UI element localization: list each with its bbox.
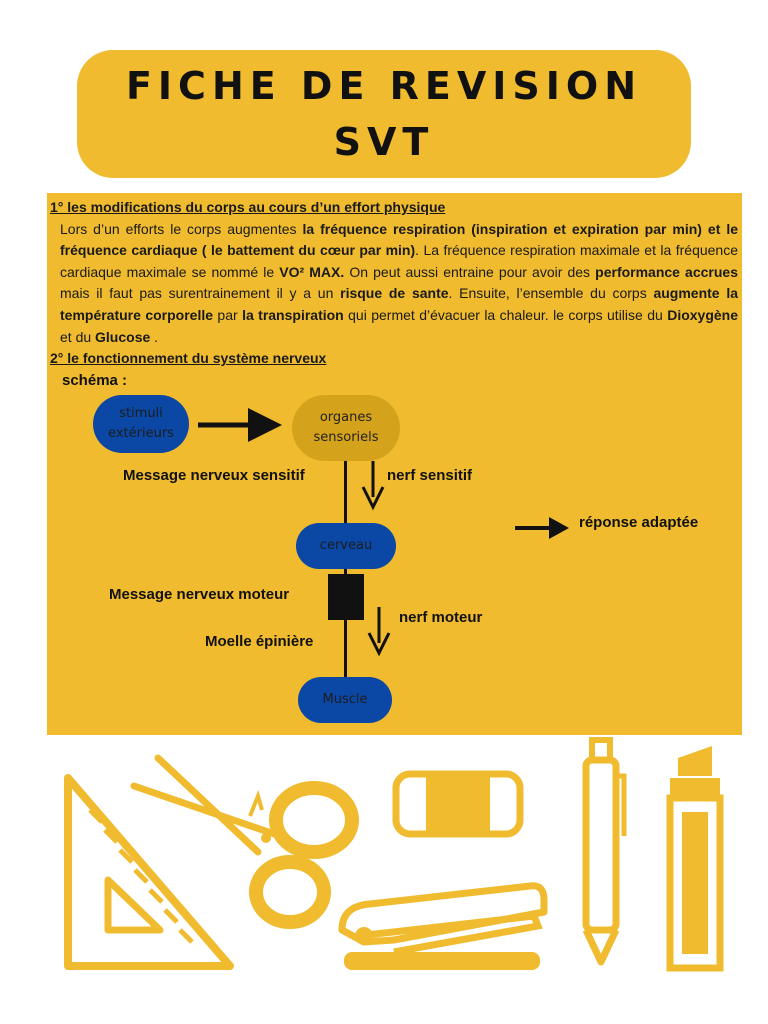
schema-label: schéma : xyxy=(62,372,128,389)
set-square-icon xyxy=(64,774,234,970)
text-bold: la transpiration xyxy=(242,306,344,323)
text-bold: augmente la température corporelle xyxy=(60,285,738,323)
text-run: . La fréquence respiration maximale et l… xyxy=(60,242,738,280)
nerve-line xyxy=(344,461,347,679)
text-run: On peut aussi entraine pour avoir des xyxy=(344,263,596,280)
text-run: par xyxy=(213,306,243,323)
title-banner: FICHE DE REVISION SVT xyxy=(77,50,691,178)
node-stimuli-line2: extérieurs xyxy=(108,426,174,441)
page-subtitle: SVT xyxy=(333,120,435,164)
text-run: mais il faut pas surentrainement il y a … xyxy=(60,285,341,302)
label-nerf-sensitif: nerf sensitif xyxy=(387,467,473,484)
revision-text: 1° les modifications du corps au cours d… xyxy=(50,197,738,370)
section1-paragraph: Lors d’un efforts le corps augmentes la … xyxy=(50,219,738,349)
node-cerveau: cerveau xyxy=(296,523,396,569)
node-stimuli-line1: stimuli xyxy=(119,406,163,421)
text-run: . Ensuite, l’ensemble du corps xyxy=(448,285,654,302)
stapler-icon xyxy=(338,882,548,970)
page-title: FICHE DE REVISION xyxy=(125,64,643,108)
node-organes-line2: sensoriels xyxy=(313,430,379,445)
arrow-right-small-icon xyxy=(515,517,569,539)
text-run: qui permet d’évacuer la chaleur. le corp… xyxy=(343,306,668,323)
text-bold: la fréquence respiration (inspiration et… xyxy=(60,220,739,259)
label-msg-sensitif: Message nerveux sensitif xyxy=(123,467,305,484)
text-bold: Dioxygène xyxy=(667,306,739,323)
label-nerf-moteur: nerf moteur xyxy=(399,609,483,626)
text-bold: risque de sante xyxy=(340,285,449,302)
highlighter-icon xyxy=(666,746,724,972)
label-msg-moteur: Message nerveux moteur xyxy=(109,586,290,603)
node-stimuli: stimuli extérieurs xyxy=(93,395,189,453)
node-muscle: Muscle xyxy=(298,677,392,723)
node-organes-line1: organes xyxy=(319,410,373,425)
text-bold: Glucose xyxy=(95,328,151,345)
section2-heading: 2° le fonctionnement du système nerveux xyxy=(50,350,327,367)
section1-heading: 1° les modifications du corps au cours d… xyxy=(50,199,446,215)
content-panel: 1° les modifications du corps au cours d… xyxy=(47,193,742,735)
arrow-right-icon xyxy=(198,408,282,442)
node-muscle-label: Muscle xyxy=(322,692,368,707)
label-moelle: Moelle épinière xyxy=(205,633,314,650)
text-bold: VO² MAX. xyxy=(279,263,345,280)
text-run: . xyxy=(150,328,159,345)
pen-icon xyxy=(582,737,627,966)
arrow-down-icon xyxy=(367,607,391,657)
text-bold: performance accrues xyxy=(595,263,738,280)
label-reponse: réponse adaptée xyxy=(579,514,699,531)
node-cerveau-label: cerveau xyxy=(319,538,373,553)
eraser-icon xyxy=(392,770,524,838)
scissors-icon xyxy=(130,754,359,929)
motor-nerve-block xyxy=(328,574,364,620)
text-run: et du xyxy=(60,328,96,345)
node-organes: organes sensoriels xyxy=(292,395,400,461)
arrow-down-icon xyxy=(361,461,385,511)
text-run: Lors d’un efforts le corps augmentes xyxy=(60,220,303,237)
